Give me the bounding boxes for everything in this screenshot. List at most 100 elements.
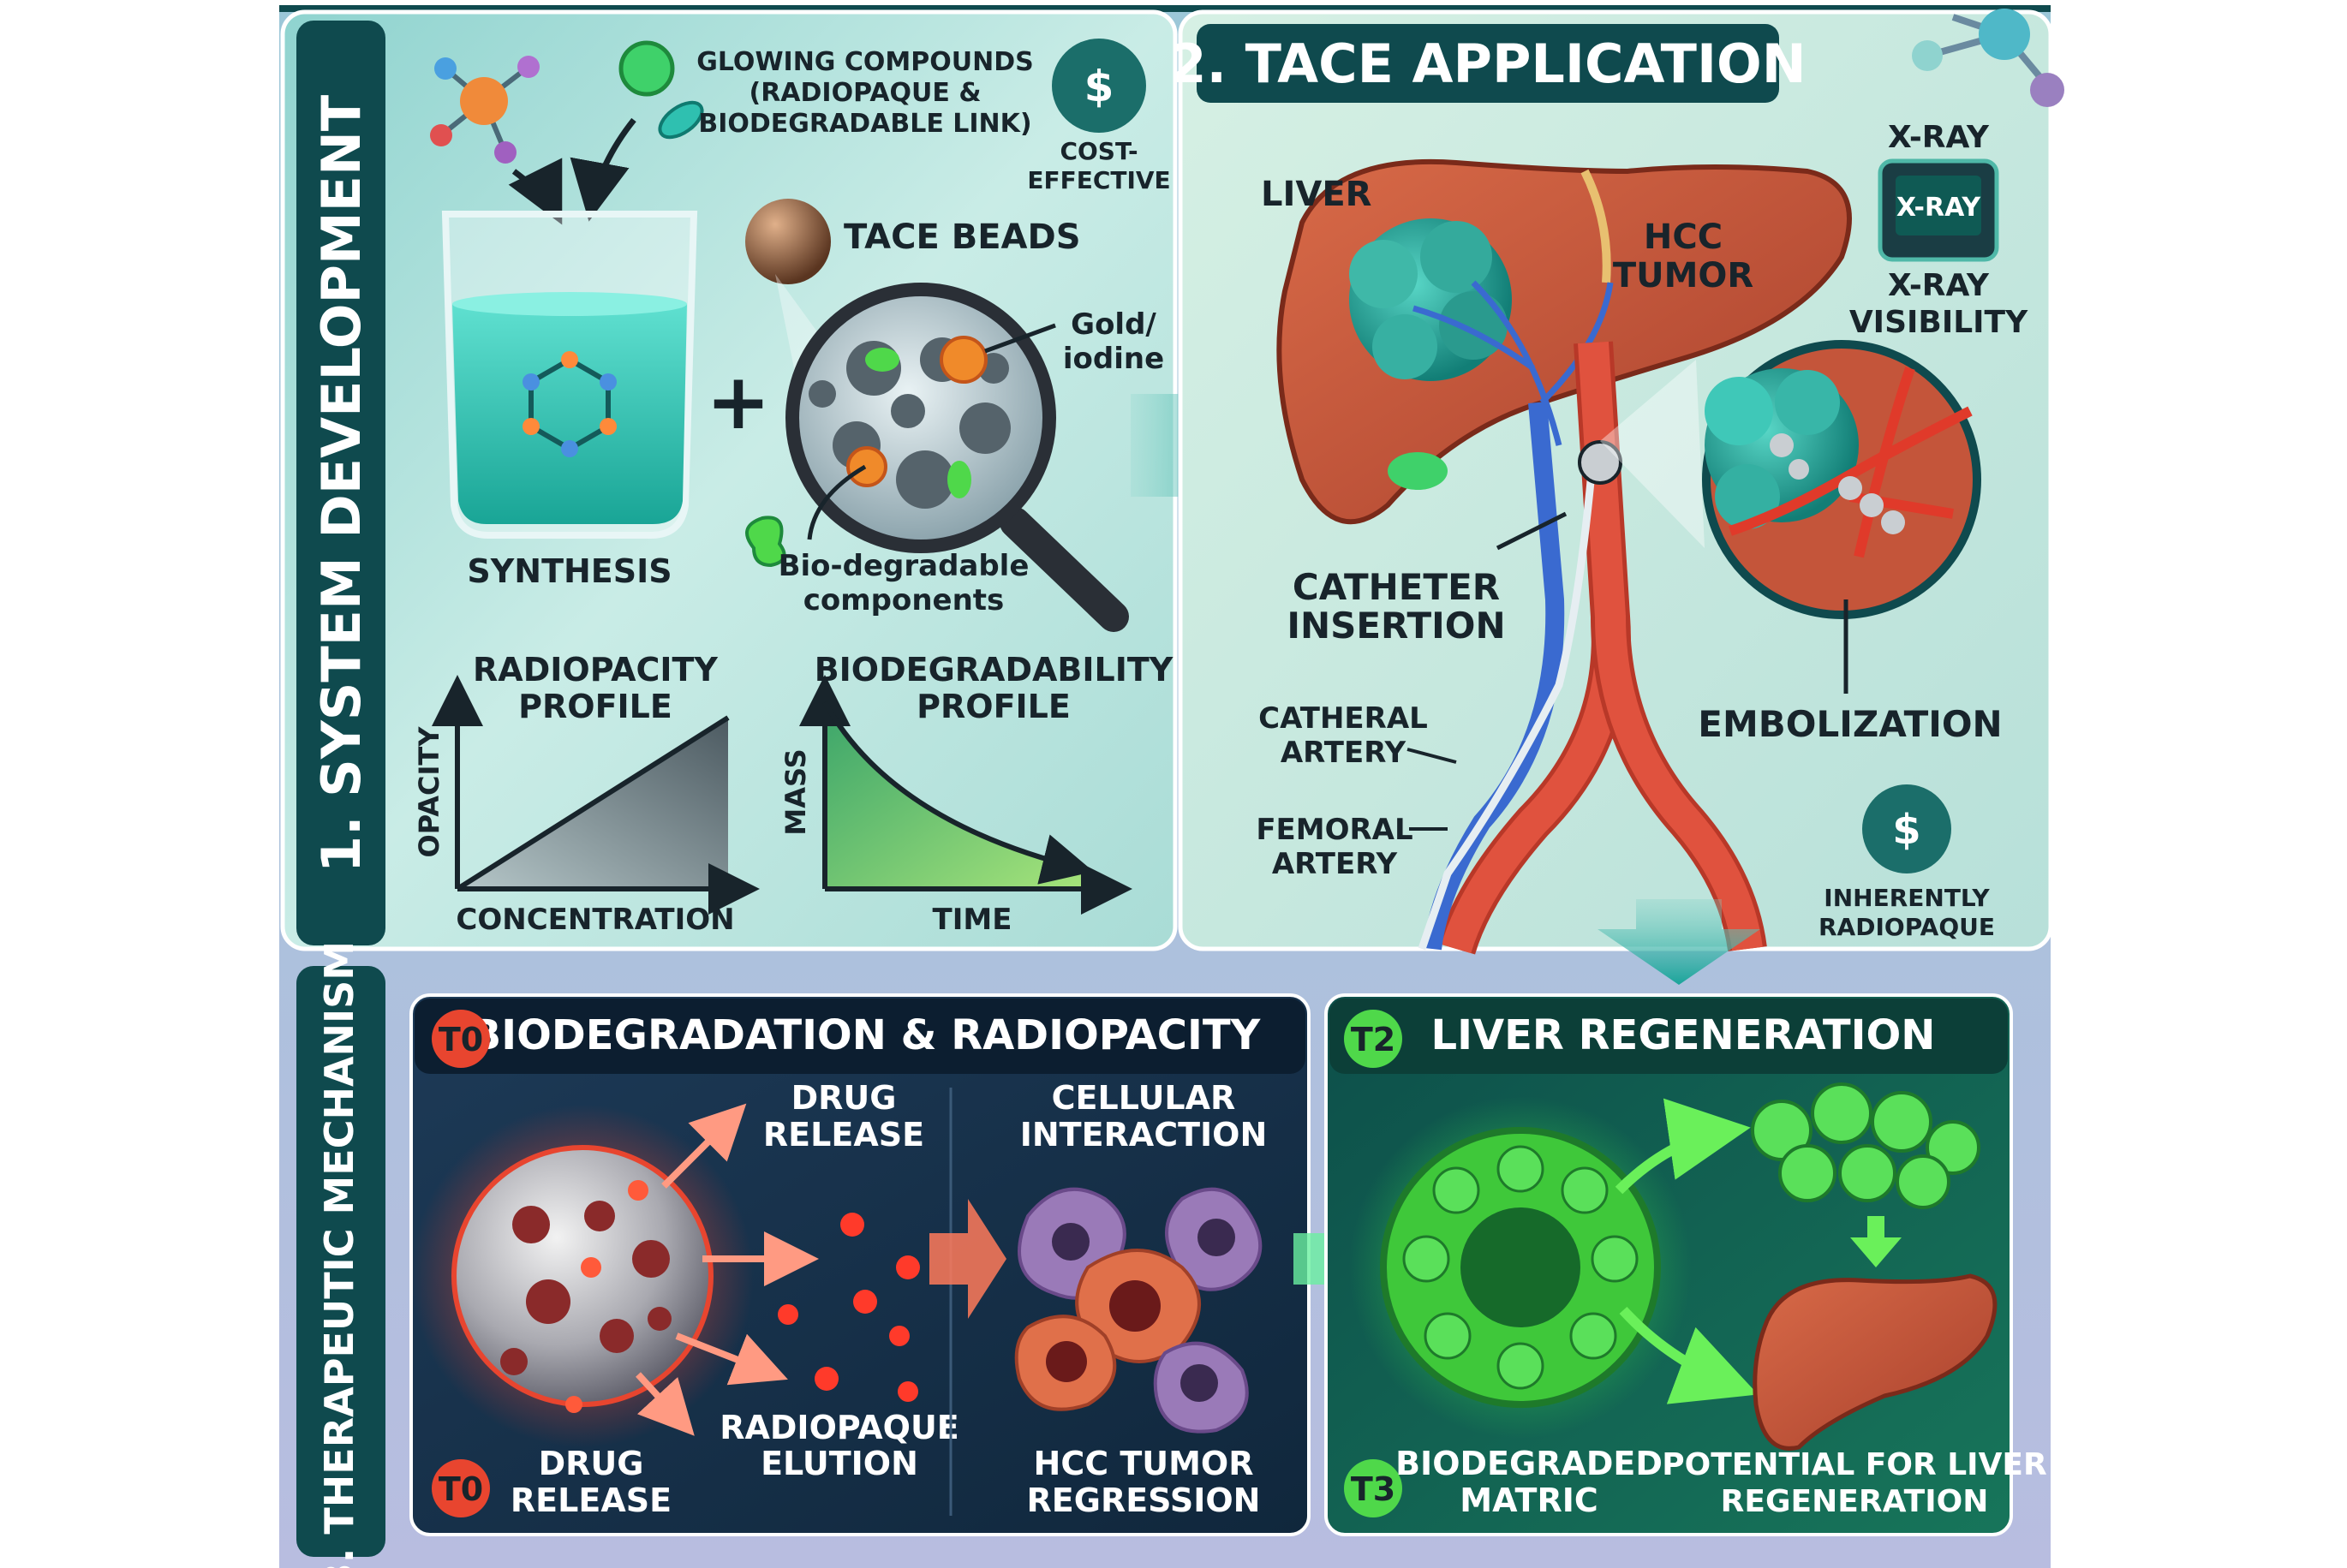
mechanism-arrow-1 [929, 1199, 1006, 1319]
xray-label: X-RAY [1888, 120, 1990, 155]
biodegraded-matrix [1380, 1127, 1661, 1408]
tace-application-title: 2. TACE APPLICATION [1169, 33, 1806, 95]
svg-text:ARTERY: ARTERY [1281, 736, 1406, 770]
svg-text:T3: T3 [1351, 1470, 1395, 1508]
embolization-inset [1702, 340, 1981, 619]
xray-monitor-icon: X-RAY [1878, 158, 1999, 262]
svg-text:RADIOPAQUE: RADIOPAQUE [1818, 913, 1995, 941]
system-development-title: 1. SYSTEM DEVELOPMENT [310, 95, 373, 873]
svg-text:EFFECTIVE: EFFECTIVE [1027, 166, 1170, 194]
cellular-interaction-label: CELLULAR [1052, 1079, 1236, 1117]
molecule-icon [430, 56, 540, 164]
svg-text:T0: T0 [439, 1470, 483, 1508]
biodegradable-blob-icon [745, 516, 786, 568]
cost-effective-icon: $ [1052, 39, 1146, 133]
flow-arrow-down [1598, 899, 1760, 985]
cost-effective-label: COST- [1060, 137, 1138, 165]
svg-text:$: $ [1084, 62, 1114, 111]
svg-text:$: $ [1892, 806, 1920, 854]
catheral-artery-label: CATHERAL [1258, 701, 1428, 736]
glowing-compounds-label: GLOWING COMPOUNDS (RADIOPAQUE & BIODEGRA… [696, 47, 1033, 139]
svg-text:BIODEGRADABLE LINK): BIODEGRADABLE LINK) [698, 109, 1031, 139]
radiopaque-elution-label: RADIOPAQUE [720, 1409, 959, 1446]
opacity-axis-label: OPACITY [413, 726, 445, 858]
panel-therapeutic-mechanism: 3. THERAPEUTIC MECHANISM BIODEGRADATION … [296, 941, 2047, 1568]
hcc-tumor [1349, 218, 1512, 381]
svg-text:components: components [803, 583, 1005, 617]
plus-sign: + [706, 357, 770, 447]
biodegradability-title: BIODEGRADABILITY [815, 651, 1174, 689]
regenerated-liver-icon [1753, 1273, 1998, 1451]
catheter-insertion-label: CATHETER [1293, 566, 1500, 608]
hcc-tumor-regression-label: HCC TUMOR [1034, 1445, 1254, 1482]
mass-axis-label: MASS [779, 748, 812, 835]
tace-beads-label: TACE BEADS [844, 218, 1081, 257]
potential-regeneration-label: POTENTIAL FOR LIVER [1662, 1447, 2047, 1482]
svg-text:T0: T0 [439, 1021, 483, 1058]
radiopaque-icon: $ [1862, 784, 1951, 873]
biodegradability-chart: BIODEGRADABILITY PROFILE MASS TIME [779, 651, 1174, 937]
tumor-cells [1014, 1187, 1263, 1434]
drug-particles [778, 1213, 920, 1402]
svg-text:REGENERATION: REGENERATION [1721, 1484, 1989, 1519]
svg-text:iodine: iodine [1063, 342, 1164, 376]
hcc-tumor-label: HCC [1644, 218, 1723, 257]
drug-bead-sphere [451, 1145, 714, 1413]
liver-regeneration-header: LIVER REGENERATION [1431, 1011, 1936, 1059]
time-axis-label: TIME [933, 903, 1012, 937]
gold-iodine-label: Gold/ [1071, 307, 1156, 342]
svg-text:INTERACTION: INTERACTION [1020, 1116, 1268, 1154]
t2-badge: T2 [1344, 1010, 1402, 1068]
hepatic-vessels [1412, 280, 1614, 446]
femoral-artery-label: FEMORAL [1256, 813, 1412, 847]
svg-text:X-RAY: X-RAY [1896, 193, 1982, 223]
biodegradable-label: Bio-degradable [779, 549, 1030, 583]
svg-text:ELUTION: ELUTION [761, 1445, 918, 1482]
svg-text:GLOWING COMPOUNDS: GLOWING COMPOUNDS [696, 47, 1033, 77]
t0-badge-bottom: T0 [432, 1459, 490, 1517]
radiopacity-title: RADIOPACITY [473, 651, 718, 689]
drug-release-bottom-label: DRUG [539, 1445, 644, 1482]
inherently-radiopaque-label: INHERENTLY [1824, 884, 1990, 912]
drug-release-top-label: DRUG [791, 1079, 897, 1117]
biodegradation-header: BIODEGRADATION & RADIOPACITY [470, 1011, 1262, 1059]
catheter [1418, 453, 1598, 951]
radiopacity-chart: RADIOPACITY PROFILE OPACITY CONCENTRATIO… [413, 651, 760, 937]
concentration-axis-label: CONCENTRATION [456, 903, 734, 937]
svg-text:PROFILE: PROFILE [518, 688, 672, 725]
svg-text:PROFILE: PROFILE [917, 688, 1071, 725]
svg-text:T2: T2 [1351, 1021, 1395, 1058]
svg-text:INSERTION: INSERTION [1287, 605, 1505, 647]
svg-text:VISIBILITY: VISIBILITY [1849, 305, 2028, 340]
mass-decay-area [825, 702, 1084, 889]
svg-text:REGRESSION: REGRESSION [1027, 1482, 1261, 1519]
gallbladder [1388, 452, 1448, 490]
compound-arrow-right [570, 117, 636, 222]
svg-text:(RADIOPAQUE &: (RADIOPAQUE & [749, 78, 981, 108]
synthesis-label: SYNTHESIS [467, 552, 672, 590]
panel-system-development: 1. SYSTEM DEVELOPMENT GLOWING COMPOUNDS … [280, 9, 1178, 951]
beaker-icon [441, 211, 698, 539]
bead-cluster-icon [1578, 440, 1622, 485]
panel-tace-application: 2. TACE APPLICATION LIVER HCC TUMOR [1169, 9, 2064, 955]
liver-label: LIVER [1261, 175, 1371, 214]
molecule-decoration-icon [1912, 9, 2064, 107]
svg-text:MATRIC: MATRIC [1460, 1482, 1598, 1519]
xray-visibility-label: X-RAY [1888, 268, 1990, 303]
biodegraded-matric-label: BIODEGRADED [1395, 1445, 1663, 1482]
tace-bead-icon [745, 199, 831, 284]
magnifier-icon [785, 283, 1129, 632]
svg-text:TUMOR: TUMOR [1613, 256, 1753, 295]
embolization-label: EMBOLIZATION [1698, 703, 2002, 745]
svg-text:ARTERY: ARTERY [1272, 847, 1398, 881]
top-border [279, 5, 2051, 12]
therapeutic-mechanism-title: 3. THERAPEUTIC MECHANISM [316, 941, 362, 1568]
svg-text:RELEASE: RELEASE [511, 1482, 672, 1519]
t3-badge: T3 [1344, 1459, 1402, 1517]
regenerated-cells [1751, 1082, 1980, 1209]
green-compound-icon [618, 40, 675, 97]
teal-capsule-icon [658, 100, 704, 140]
svg-text:RELEASE: RELEASE [763, 1116, 924, 1154]
t0-badge-top: T0 [432, 1010, 490, 1068]
